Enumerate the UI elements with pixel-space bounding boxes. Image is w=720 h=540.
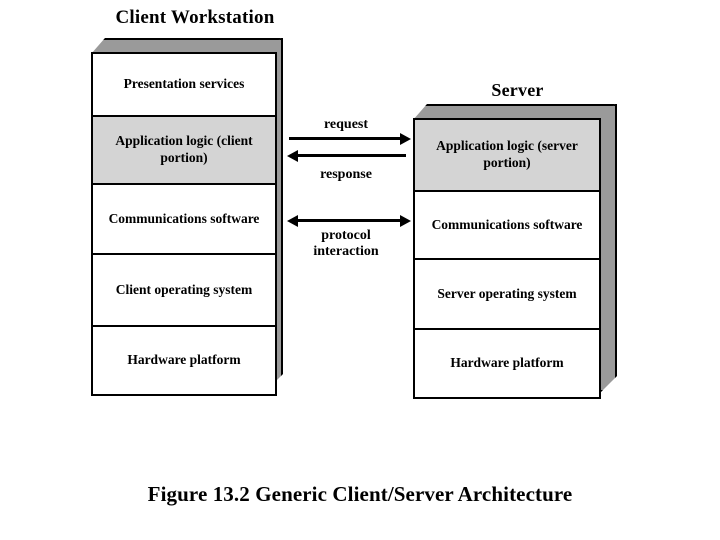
client-layer-label: Application logic (client portion)	[115, 133, 253, 165]
client-layer-stack: Presentation services Application logic …	[91, 52, 277, 396]
connector-request-label: request	[323, 117, 369, 132]
connector-response-label: response	[320, 167, 372, 182]
server-layer-communications-software: Communications software	[415, 192, 599, 260]
client-layer-hardware-platform: Hardware platform	[93, 327, 275, 394]
connector-protocol-arrowhead-right	[400, 214, 411, 227]
server-layer-stack: Application logic (server portion) Commu…	[413, 118, 601, 399]
server-layer-label: Server operating system	[437, 285, 577, 301]
connector-request-line	[289, 137, 402, 140]
connector-response-arrowhead-left	[287, 149, 298, 162]
client-layer-label: Client operating system	[115, 281, 253, 297]
server-stack: Application logic (server portion) Commu…	[413, 104, 618, 399]
client-layer-label: Communications software	[108, 210, 260, 226]
client-layer-application-logic: Application logic (client portion)	[93, 117, 275, 185]
figure-caption: Figure 13.2 Generic Client/Server Archit…	[147, 482, 573, 506]
connector-response-line	[296, 154, 406, 157]
connector-protocol-label: protocol interaction	[313, 228, 379, 260]
connector-protocol-line	[296, 219, 402, 222]
client-layer-label: Hardware platform	[127, 352, 241, 368]
client-workstation-stack: Presentation services Application logic …	[91, 38, 296, 398]
server-layer-label: Application logic (server portion)	[436, 138, 578, 170]
server-layer-hardware-platform: Hardware platform	[415, 330, 599, 397]
server-stack-title: Server	[491, 80, 544, 100]
client-layer-communications-software: Communications software	[93, 185, 275, 255]
client-layer-operating-system: Client operating system	[93, 255, 275, 327]
connector-request-arrowhead-right	[400, 132, 411, 145]
client-layer-label: Presentation services	[123, 76, 245, 92]
client-layer-presentation-services: Presentation services	[93, 54, 275, 117]
server-layer-label: Hardware platform	[450, 355, 564, 371]
server-layer-label: Communications software	[431, 216, 583, 232]
server-layer-application-logic: Application logic (server portion)	[415, 120, 599, 192]
connector-protocol-arrowhead-left	[287, 214, 298, 227]
server-layer-operating-system: Server operating system	[415, 260, 599, 330]
client-stack-title: Client Workstation	[115, 7, 275, 28]
